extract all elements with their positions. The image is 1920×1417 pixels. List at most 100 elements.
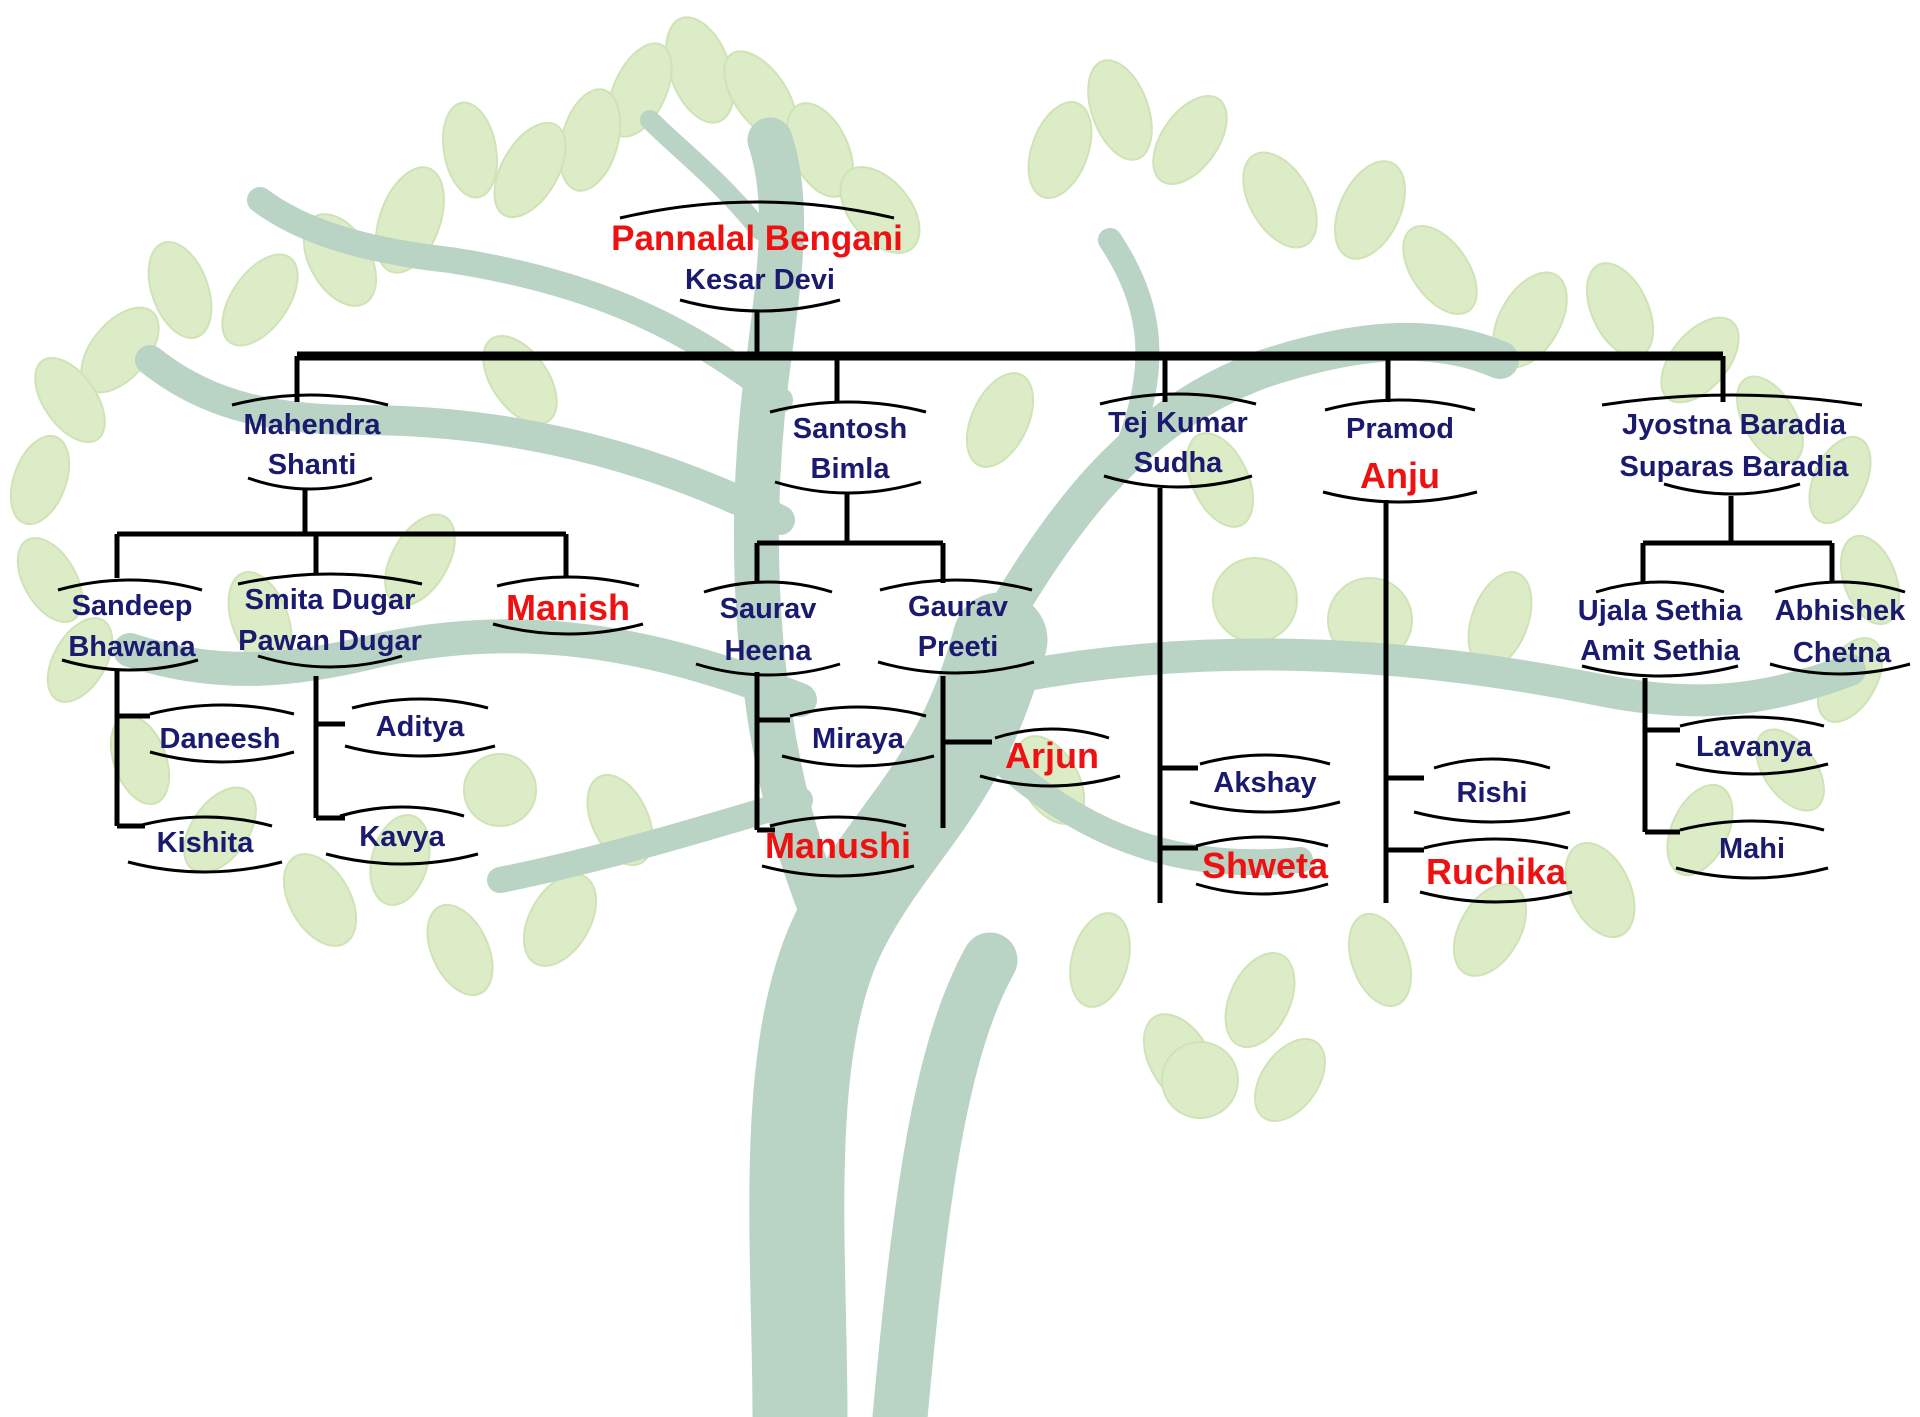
node-manushi: Manushi [761,815,915,878]
node-saurav-heena: Saurav Heena [695,580,841,677]
node-top-arc [1774,580,1906,594]
node-ruchika: Ruchika [1419,837,1573,904]
node-abhishek-chetna: Abhishek Chetna [1769,580,1911,676]
node-bottom-arc [1189,800,1341,814]
node-kavya: Kavya [325,805,479,866]
person-name: Smita Dugar [245,584,416,616]
node-bottom-arc [1195,882,1329,896]
node-rishi: Rishi [1413,757,1571,824]
node-top-arc [1433,757,1551,770]
person-name: Mahendra [244,409,382,441]
node-miraya: Miraya [781,705,935,768]
node-bottom-arc [325,852,479,866]
node-top-arc [496,575,640,588]
person-name: Bhawana [68,631,196,663]
node-top-arc [1099,392,1257,406]
person-name: Daneesh [160,723,281,755]
node-shweta: Shweta [1195,835,1329,896]
node-top-arc [769,815,907,828]
node-top-arc [1199,753,1331,766]
tree-leaves [9,16,1901,1122]
person-name: Gaurav [908,591,1008,623]
person-name-highlight: Ruchika [1426,851,1567,892]
root-name-line2: Kesar Devi [685,264,835,296]
node-bottom-arc [1419,890,1573,904]
node-bottom-arc [877,660,1035,675]
node-top-arc [1195,835,1329,848]
person-name-highlight: Shweta [1202,845,1329,886]
node-top-arc [1679,715,1825,728]
node-mahendra-shanti: Mahendra Shanti [231,393,389,491]
person-name: Tej Kumar [1108,407,1248,439]
person-name: Ujala Sethia [1578,595,1743,627]
node-bottom-arc [149,750,295,764]
node-top-arc [703,580,833,594]
person-name: Pramod [1346,413,1454,445]
node-pramod-anju: Pramod Anju [1322,398,1478,504]
node-bottom-arc [1413,810,1571,824]
background-tree-illustration [9,16,1901,1417]
person-name-highlight: Arjun [1005,735,1099,776]
node-lavanya: Lavanya [1675,715,1829,776]
node-smita-pawan: Smita Dugar Pawan Dugar [237,572,423,669]
node-top-arc [1423,837,1569,850]
node-top-arc [994,727,1110,740]
node-bottom-arc [1663,482,1801,496]
node-bottom-arc [1769,662,1911,676]
person-name: Shanti [268,449,357,481]
person-name: Akshay [1213,767,1316,799]
node-jyostna-suparas: Jyostna Baradia Suparas Baradia [1601,393,1863,496]
node-bottom-arc [1322,490,1478,504]
person-name: Abhishek [1775,595,1906,627]
node-top-arc [57,578,203,592]
node-bottom-arc [761,864,915,878]
node-tejkumar-sudha: Tej Kumar Sudha [1099,392,1257,489]
root-name-line1: Pannalal Bengani [611,219,903,258]
person-name: Amit Sethia [1580,635,1740,667]
person-name: Rishi [1457,777,1528,809]
person-name: Bimla [811,453,891,485]
node-top-arc [1595,580,1725,594]
node-gaurav-preeti: Gaurav Preeti [877,578,1035,675]
node-bottom-arc [247,476,373,491]
node-top-arc [1601,393,1863,407]
node-kishita: Kishita [127,815,283,874]
person-name: Miraya [812,723,905,755]
node-bottom-arc [127,860,283,874]
person-name: Kavya [359,821,445,853]
person-name: Mahi [1719,833,1785,865]
person-name: Aditya [376,711,466,743]
node-top-arc [789,705,927,718]
node-bottom-arc [61,658,199,672]
person-name: Heena [724,635,812,667]
person-name: Jyostna Baradia [1622,409,1847,441]
node-top-arc [351,697,489,710]
node-top-arc [149,703,295,716]
node-bottom-arc [1581,664,1739,678]
node-arjun: Arjun [979,727,1121,788]
node-bottom-arc [344,744,496,758]
person-name: Pawan Dugar [238,625,422,657]
person-name-highlight: Manushi [765,825,911,866]
node-bottom-arc [679,298,841,313]
node-top-arc [339,805,465,818]
node-top-arc [1679,819,1825,832]
node-bottom-arc [774,480,922,495]
node-top-arc [769,400,927,414]
person-name: Santosh [793,413,907,445]
person-name: Sandeep [72,590,193,622]
person-name: Kishita [157,827,255,859]
node-bottom-arc [979,774,1121,788]
node-root: Pannalal Bengani Kesar Devi [611,200,903,313]
node-top-arc [879,578,1033,592]
tree-trunk-and-branches [113,110,1866,1417]
node-sandeep-bhawana: Sandeep Bhawana [57,578,203,672]
node-manish: Manish [492,575,644,636]
node-top-arc [137,815,273,828]
person-name: Saurav [720,593,817,625]
person-name-highlight: Manish [506,587,630,628]
node-bottom-arc [695,662,841,677]
node-ujala-amit: Ujala Sethia Amit Sethia [1578,580,1743,678]
node-bottom-arc [1675,866,1829,880]
